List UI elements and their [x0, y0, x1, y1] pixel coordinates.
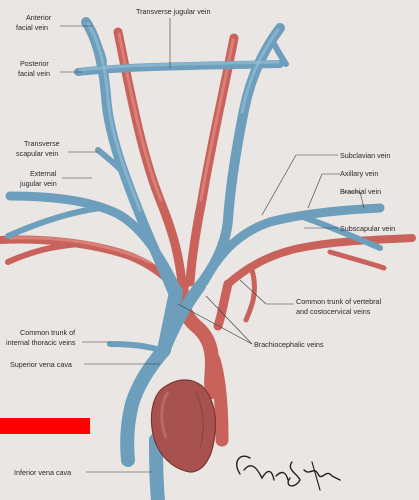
- label-posterior-facial-vein-1: Posterior: [20, 59, 49, 68]
- label-brachial-vein: Brachial vein: [340, 187, 381, 196]
- label-transverse-scapular-vein-1: Transverse: [24, 139, 60, 148]
- label-axillary-vein: Axillary vein: [340, 169, 378, 178]
- label-anterior-facial-vein-1: Anterior: [26, 13, 52, 22]
- label-common-trunk-internal-thoracic-1: Common trunk of: [20, 328, 75, 337]
- label-brachiocephalic-veins: Brachiocephalic veins: [254, 340, 324, 349]
- veins: [5, 17, 385, 500]
- redaction-bar: [0, 418, 90, 434]
- leader-lines: [60, 18, 365, 473]
- heart: [150, 379, 217, 473]
- label-subscapular-vein: Subscapular vein: [340, 224, 395, 233]
- label-common-trunk-vertebral-2: and costocervical veins: [296, 307, 371, 316]
- label-anterior-facial-vein-2: facial vein: [16, 23, 48, 32]
- label-transverse-scapular-vein-2: scapular vein: [16, 149, 58, 158]
- label-inferior-vena-cava: Inferior vena cava: [14, 468, 71, 477]
- label-external-jugular-vein-2: jugular vein: [19, 179, 57, 188]
- label-superior-vena-cava: Superior vena cava: [10, 360, 72, 369]
- label-subclavian-vein: Subclavian vein: [340, 151, 390, 160]
- label-common-trunk-vertebral-1: Common trunk of vertebral: [296, 297, 381, 306]
- labels: Anterior facial vein Transverse jugular …: [6, 7, 395, 477]
- label-transverse-jugular-vein: Transverse jugular vein: [136, 7, 210, 16]
- arteries: [0, 27, 416, 447]
- label-external-jugular-vein-1: External: [30, 169, 57, 178]
- label-common-trunk-internal-thoracic-2: internal thoracic veins: [6, 338, 76, 347]
- signature: [236, 455, 341, 491]
- label-posterior-facial-vein-2: facial vein: [18, 69, 50, 78]
